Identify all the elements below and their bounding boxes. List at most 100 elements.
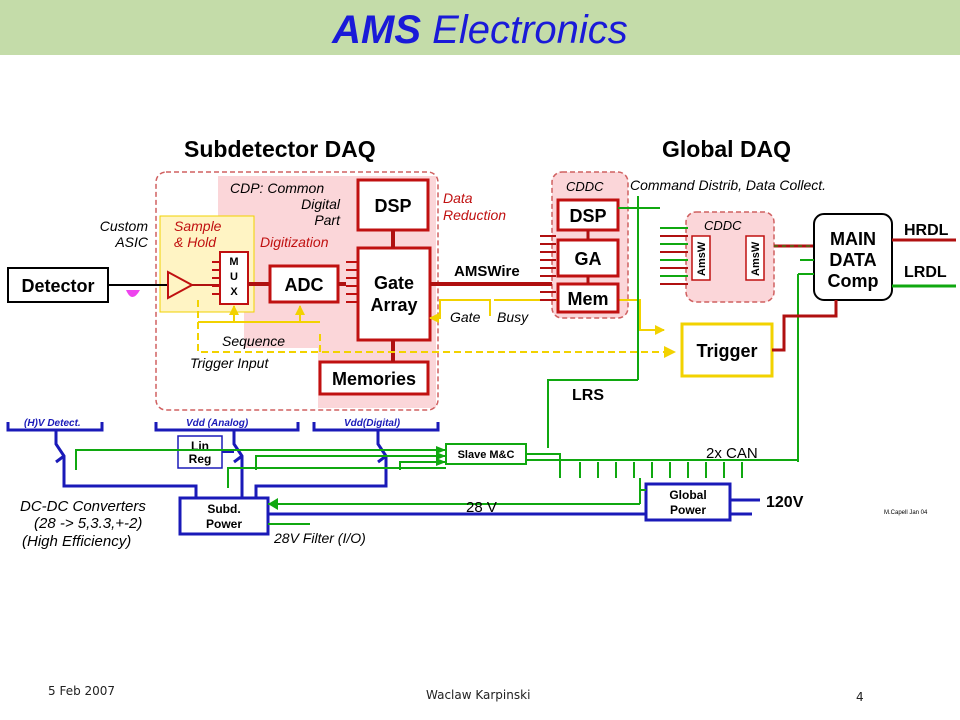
subdetector-dashed-frame <box>155 171 439 411</box>
hrdl-label: HRDL <box>904 222 949 239</box>
gate-array-box <box>356 246 432 342</box>
gate-signal <box>429 299 491 323</box>
vdd-analog-label: Vdd (Analog) <box>186 418 249 429</box>
cddc-pins <box>540 235 556 301</box>
mc-arrow-1 <box>436 446 446 454</box>
amswire-label: AMSWire <box>454 263 520 280</box>
data-reduction-label-1: Data <box>443 190 473 206</box>
credit-label: M.Capell Jan 04 <box>884 510 928 516</box>
cddc-mem-box <box>556 282 620 314</box>
sample-hold-label-1: Sample <box>174 218 222 234</box>
command-distrib-label: Command Distrib, Data Collect. <box>630 177 826 193</box>
detector-label: Detector <box>21 276 94 296</box>
v28-label: 28 V <box>466 499 497 516</box>
mc-arrow-2 <box>436 452 446 460</box>
mux-letter-m: M <box>229 256 238 268</box>
amsw-label-2: AmsW <box>750 241 762 276</box>
cddc-green-links <box>618 196 660 380</box>
data-reduction-label-2: Reduction <box>443 207 506 223</box>
cdp-label-2: Digital <box>301 196 341 212</box>
dcdc-label-1: DC-DC Converters <box>20 498 146 515</box>
global-power-box <box>644 482 732 522</box>
green-to-subd-arrow <box>268 498 278 510</box>
mc-arrow-3 <box>436 458 446 466</box>
footer-date: 5 Feb 2007 <box>48 684 116 698</box>
vdd-digital-rail <box>312 422 440 432</box>
title-rest: Electronics <box>421 8 628 52</box>
vdd-digital-label: Vdd(Digital) <box>344 418 401 429</box>
trigger-input-label: Trigger Input <box>190 355 269 371</box>
amplifier-icon <box>167 270 195 300</box>
slave-mc-green-wires <box>75 449 798 488</box>
subd-power-box <box>178 496 270 536</box>
mux-letter-x: X <box>230 286 238 298</box>
cddc-ga-label: GA <box>575 249 602 269</box>
trigger-to-main <box>772 300 838 352</box>
memories-label: Memories <box>332 369 416 389</box>
trigger-arrowhead <box>664 346 676 358</box>
lin-reg-box <box>177 435 223 469</box>
global-power-label-1: Global <box>669 488 706 502</box>
gate-label: Gate <box>450 309 481 325</box>
subd-power-label-2: Power <box>206 517 242 531</box>
main-data-comp-box <box>813 213 893 301</box>
mux-letter-u: U <box>230 271 238 283</box>
dsp-box <box>356 178 430 232</box>
adc-label: ADC <box>285 275 324 295</box>
custom-asic-label-2: ASIC <box>114 234 149 250</box>
lin-reg-label-2: Reg <box>189 452 212 466</box>
trigger-label: Trigger <box>696 341 757 361</box>
title-bar <box>0 0 960 55</box>
gate-array-pins <box>346 261 358 303</box>
sample-hold-label-2: & Hold <box>174 234 217 250</box>
memories-box <box>318 360 430 396</box>
filter-28v-label: 28V Filter (I/O) <box>273 530 366 546</box>
subdetector-daq-heading: Subdetector DAQ <box>184 136 376 162</box>
lrdl-label: LRDL <box>904 264 947 281</box>
hv-detect-label: (H)V Detect. <box>24 418 81 429</box>
custom-asic-label-1: Custom <box>100 218 149 234</box>
busy-label: Busy <box>497 309 529 325</box>
amsw-label-1: AmsW <box>696 241 708 276</box>
pulse-shape <box>114 290 148 297</box>
trigger-box <box>680 322 774 378</box>
cdp-label-3: Part <box>314 212 341 228</box>
slide-title: AMS Electronics <box>0 8 960 53</box>
vdd-analog-rail <box>154 422 300 432</box>
cddc2-label: CDDC <box>704 218 742 233</box>
dcdc-label-3: (High Efficiency) <box>22 533 131 550</box>
trigger-dashed-line <box>197 296 670 353</box>
cddc2-pins <box>660 227 688 285</box>
lrs-label: LRS <box>572 387 604 404</box>
two-can-label: 2x CAN <box>706 445 758 462</box>
v120-label: 120V <box>766 494 804 511</box>
main-label-1: MAIN <box>830 229 876 249</box>
global-daq-heading: Global DAQ <box>662 136 791 162</box>
sequence-label: Sequence <box>222 333 285 349</box>
footer-author: Waclaw Karpinski <box>426 688 531 702</box>
dsp-label: DSP <box>374 196 411 216</box>
subd-power-blue-feeds <box>62 470 388 498</box>
switch-hv <box>54 430 66 470</box>
cddc-ga-box <box>556 238 620 278</box>
lrs-bus <box>547 379 638 448</box>
dcdc-label-2: (28 -> 5,3.3,+-2) <box>34 515 142 532</box>
cddc-dsp-label: DSP <box>569 206 606 226</box>
cdp-label-1: CDP: Common <box>230 180 324 196</box>
cddc-label: CDDC <box>566 179 604 194</box>
gate-array-label-2: Array <box>370 295 417 315</box>
amsw-box-1 <box>691 235 711 281</box>
slave-mc-label: Slave M&C <box>458 449 515 461</box>
cddc-mem-label: Mem <box>567 289 608 309</box>
main-label-3: Comp <box>828 271 879 291</box>
can-bus-ticks <box>579 462 743 478</box>
subd-power-label-1: Subd. <box>207 502 240 516</box>
amsw-box-2 <box>745 235 765 281</box>
footer-page-number: 4 <box>856 690 864 704</box>
main-label-2: DATA <box>829 250 876 270</box>
title-bold: AMS <box>332 8 422 52</box>
mux-pins-left <box>212 261 220 295</box>
gate-array-label-1: Gate <box>374 273 414 293</box>
digitization-label: Digitization <box>260 234 329 250</box>
